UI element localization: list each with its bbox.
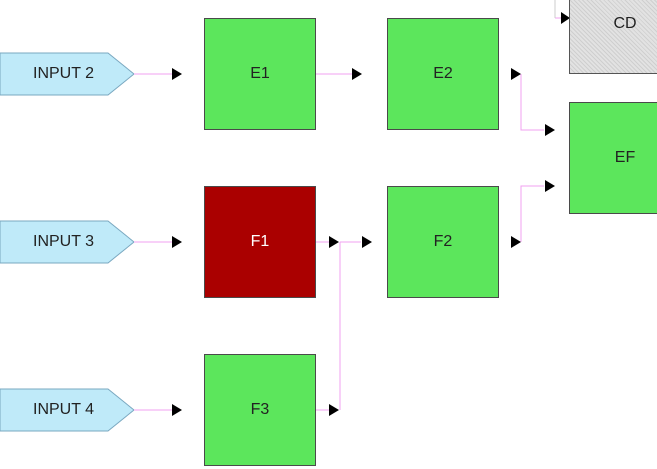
block-cd[interactable]: CD (569, 0, 657, 74)
wire-junction-f2 (339, 241, 361, 410)
block-e2-label: E2 (433, 65, 453, 82)
input-4-label: INPUT 4 (33, 401, 95, 418)
block-f1-label: F1 (250, 233, 270, 250)
input-3-shape[interactable] (0, 220, 135, 264)
block-ef-label: EF (614, 149, 636, 166)
arrow-f3-in (172, 404, 182, 416)
block-e1[interactable]: E1 (204, 18, 316, 130)
arrow-e1-in (172, 68, 182, 80)
wire-f2-ef (520, 185, 544, 242)
block-f2[interactable]: F2 (387, 186, 499, 298)
block-cd-label: CD (613, 15, 637, 32)
arrow-e2-in (352, 68, 362, 80)
arrow-f1-in (172, 236, 182, 248)
arrow-f2-in (362, 236, 372, 248)
arrow-e2-out (511, 68, 521, 80)
arrow-ef-in-1 (545, 124, 555, 136)
input-2-shape[interactable] (0, 52, 135, 96)
input-3-label: INPUT 3 (33, 233, 95, 250)
arrow-cd-in (561, 12, 570, 24)
wire-e2-ef (520, 74, 544, 131)
arrow-f2-out (511, 236, 521, 248)
input-4-shape[interactable] (0, 388, 135, 432)
block-f3-label: F3 (250, 401, 270, 418)
block-f3[interactable]: F3 (204, 354, 316, 466)
block-e2[interactable]: E2 (387, 18, 499, 130)
arrow-f1-out (329, 236, 339, 248)
arrow-f3-out (329, 404, 339, 416)
input-2-label: INPUT 2 (33, 65, 95, 82)
block-f2-label: F2 (433, 233, 453, 250)
block-f1[interactable]: F1 (204, 186, 316, 298)
arrow-ef-in-2 (545, 180, 555, 192)
block-e1-label: E1 (250, 65, 270, 82)
block-ef[interactable]: EF (569, 102, 657, 214)
